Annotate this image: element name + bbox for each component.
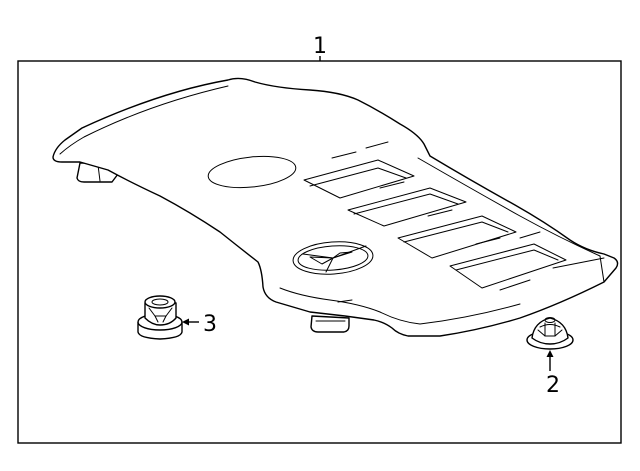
grommet[interactable] xyxy=(526,317,574,350)
cover-oval-recess xyxy=(207,155,297,189)
cover-emblem xyxy=(292,241,374,275)
callout-2[interactable]: 2 xyxy=(546,373,560,398)
callout-3-arrow xyxy=(182,318,199,326)
engine-cover[interactable] xyxy=(52,77,619,337)
callout-1[interactable]: 1 xyxy=(313,34,327,59)
fastener-nut[interactable] xyxy=(137,295,183,340)
callout-2-arrow xyxy=(546,350,554,371)
callout-3[interactable]: 3 xyxy=(203,312,217,337)
